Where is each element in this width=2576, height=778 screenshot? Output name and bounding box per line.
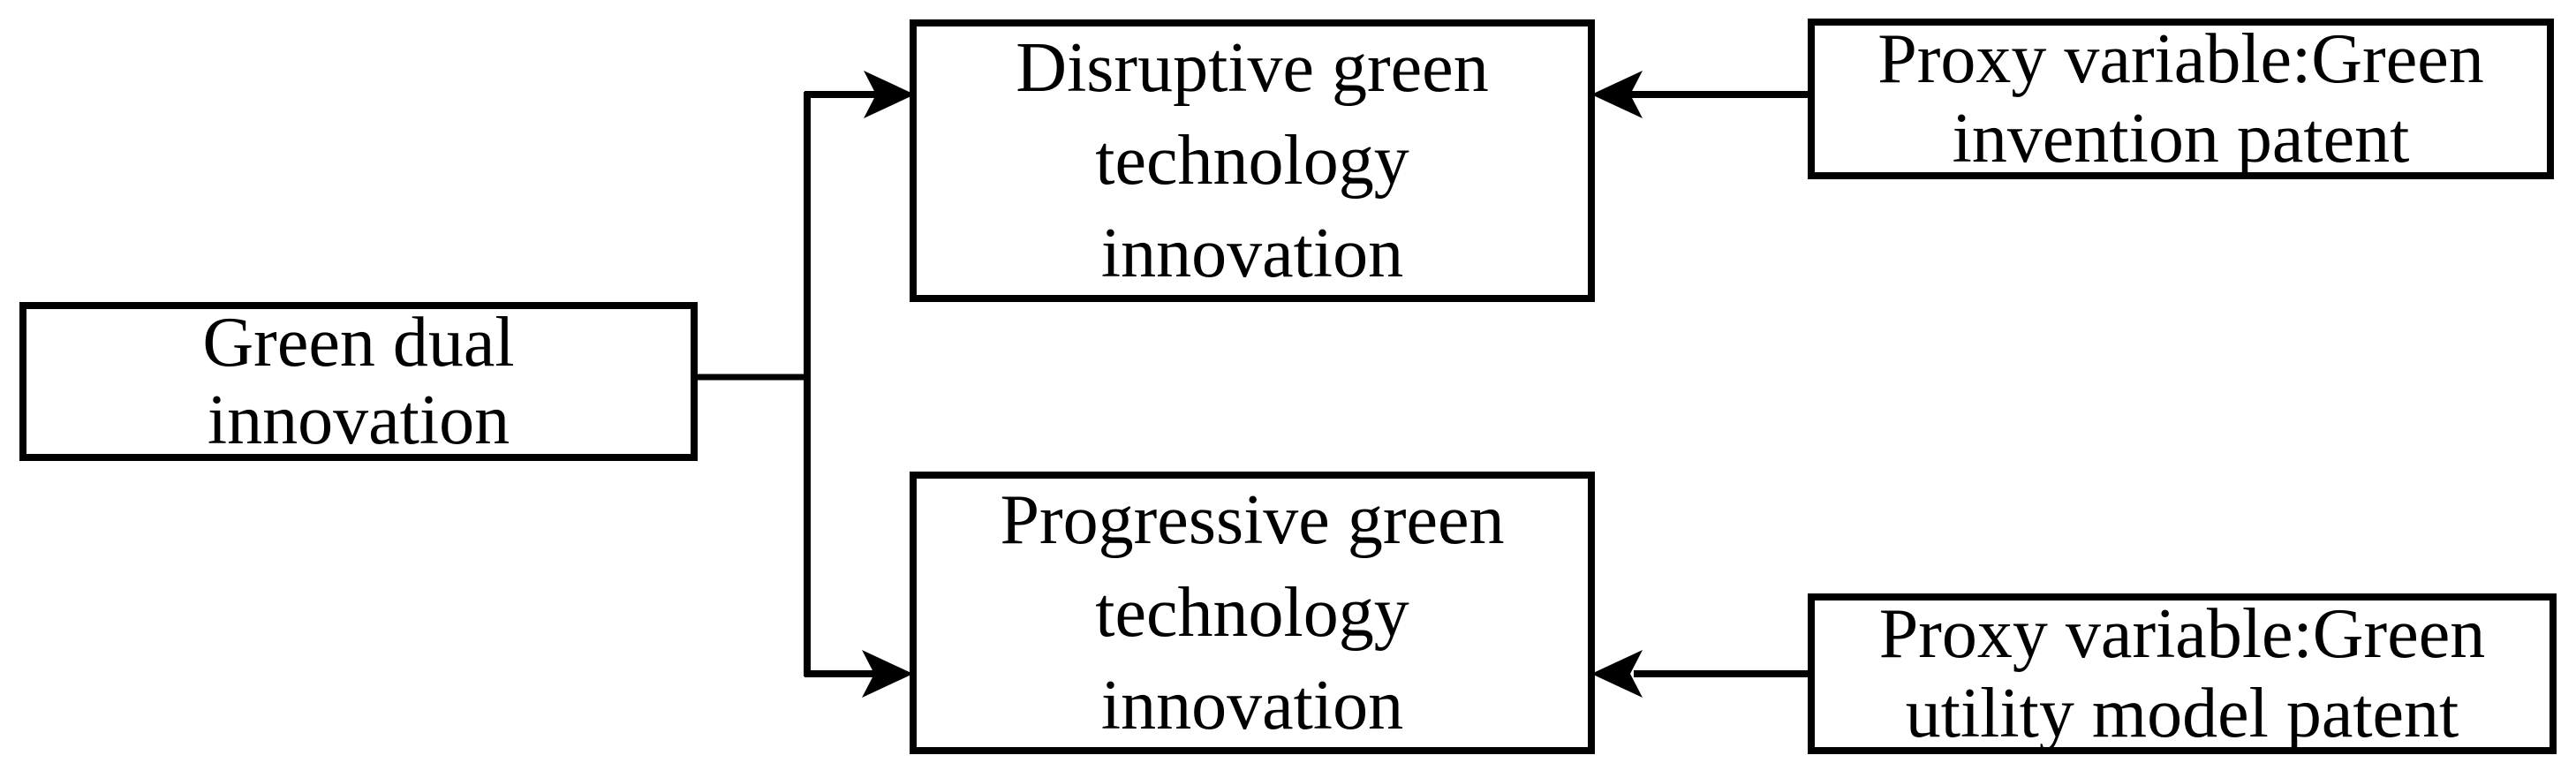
- node-label-line: Proxy variable:Green: [1877, 20, 2484, 98]
- node-label-line: Proxy variable:Green: [1878, 595, 2486, 673]
- arrowhead-to-disruptive: [864, 71, 915, 118]
- node-label-line: Progressive green: [1000, 480, 1505, 559]
- node-progressive-green-technology-innovation: Progressive green technology innovation: [910, 472, 1595, 754]
- arrowhead-to-progressive: [862, 650, 913, 698]
- node-label-line: technology: [1095, 121, 1409, 200]
- node-label-line: innovation: [207, 381, 510, 459]
- node-label-line: Green dual: [202, 304, 515, 381]
- node-disruptive-green-technology-innovation: Disruptive green technology innovation: [910, 19, 1595, 302]
- node-label-line: innovation: [1100, 666, 1404, 744]
- arrowhead-utility-to-progressive: [1591, 650, 1643, 698]
- node-label-line: technology: [1095, 573, 1409, 652]
- node-label-line: invention patent: [1952, 100, 2410, 178]
- node-proxy-green-utility-model-patent: Proxy variable:Green utility model paten…: [1808, 593, 2557, 754]
- node-green-dual-innovation: Green dual innovation: [19, 302, 698, 461]
- node-label-line: Disruptive green: [1016, 28, 1489, 107]
- node-proxy-green-invention-patent: Proxy variable:Green invention patent: [1808, 19, 2554, 179]
- node-label-line: utility model patent: [1905, 675, 2459, 752]
- arrowhead-invention-to-disruptive: [1591, 71, 1643, 118]
- node-label-line: innovation: [1100, 214, 1404, 292]
